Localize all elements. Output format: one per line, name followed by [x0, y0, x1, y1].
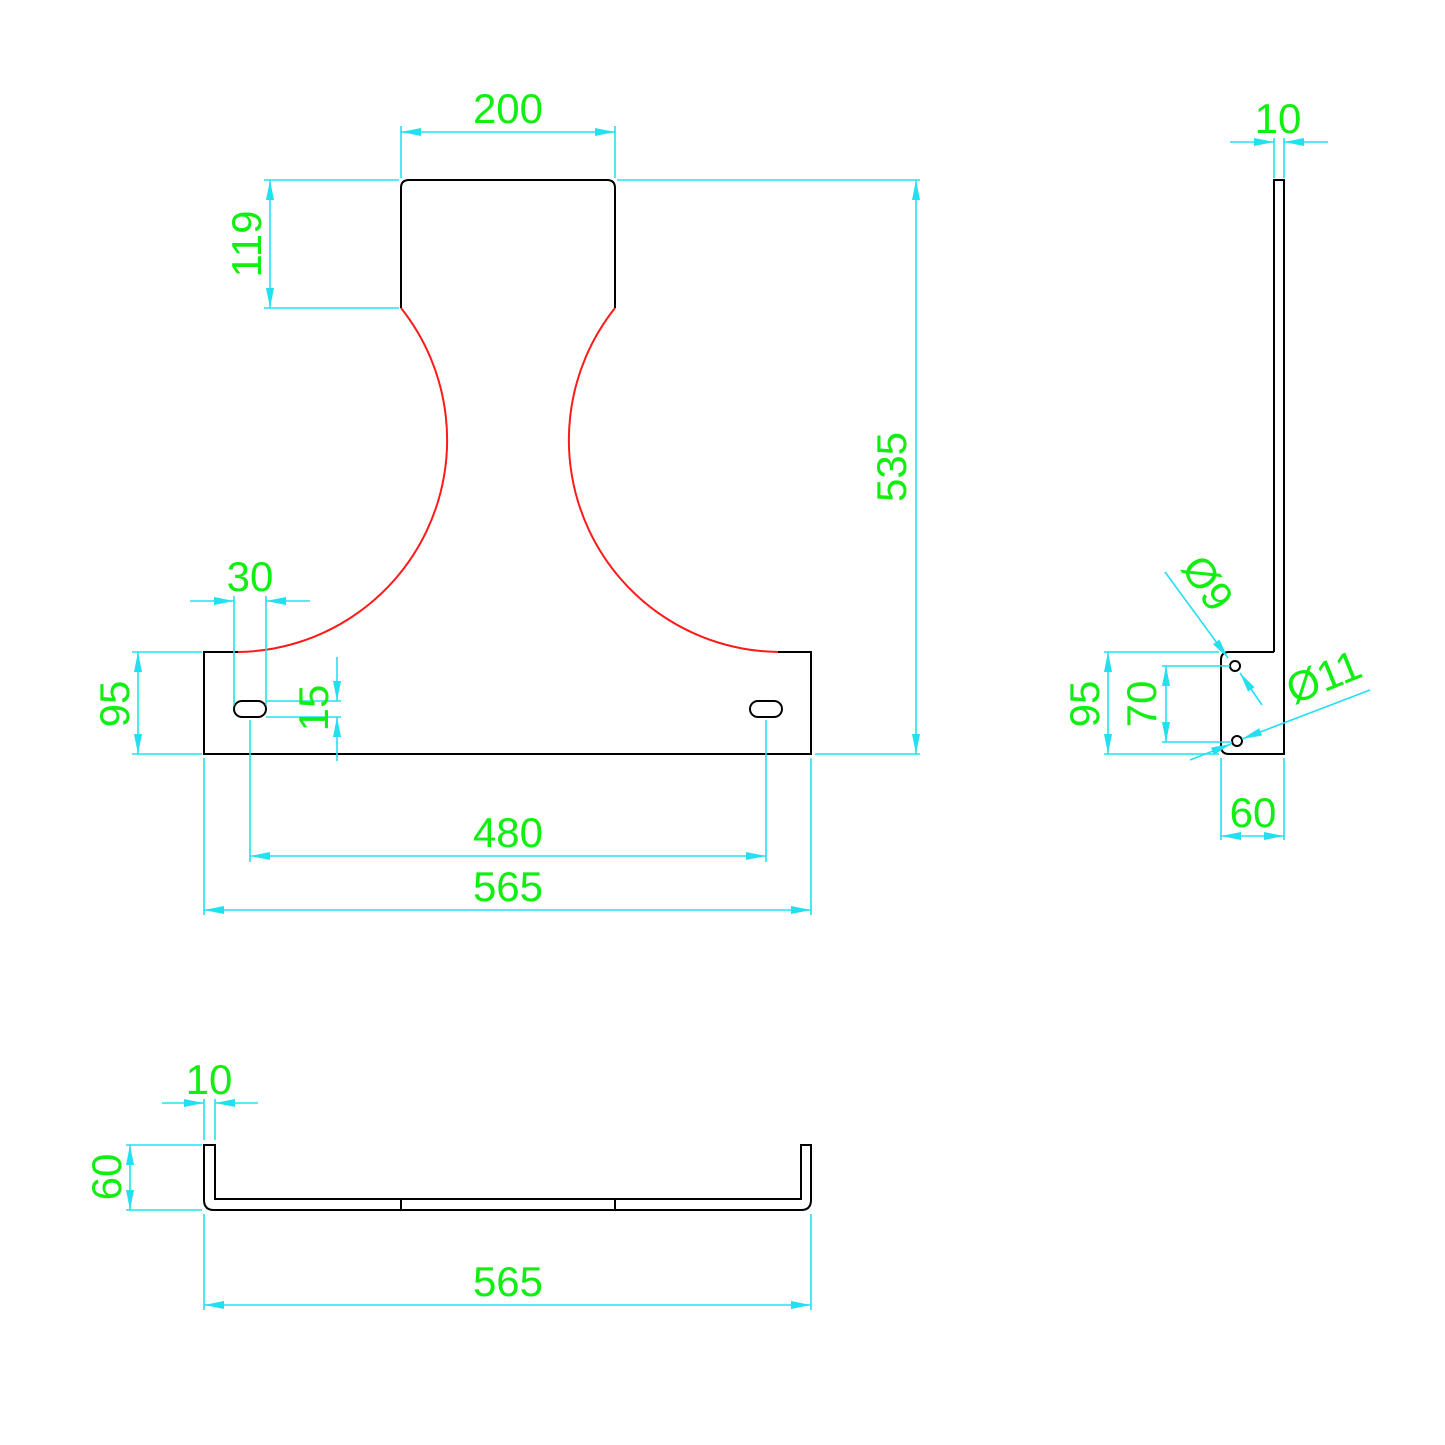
dim-hole-spacing: 70 [1118, 681, 1165, 728]
front-outline [400, 179, 616, 308]
bottom-outline [203, 1144, 812, 1211]
left-cutout-arc [237, 307, 449, 653]
dim-overall-width: 565 [473, 863, 543, 910]
hole-lower [1231, 735, 1243, 747]
bottom-dimension-lines [126, 1099, 812, 1310]
dim-hole-small: Ø9 [1173, 547, 1243, 620]
dim-side-base-height: 95 [1061, 681, 1108, 728]
side-view: 10 Ø9 95 70 Ø11 60 [1061, 95, 1371, 840]
side-dimension-lines [1104, 138, 1371, 840]
dim-overall-height: 535 [868, 432, 915, 502]
dim-top-width: 200 [473, 85, 543, 132]
right-cutout-arc [567, 307, 779, 653]
front-view: 200 119 535 30 95 15 480 565 [91, 85, 920, 915]
right-slot [749, 700, 783, 718]
dim-slot-spacing: 480 [473, 809, 543, 856]
hole-upper [1229, 660, 1241, 672]
dim-slot-width: 15 [290, 685, 337, 732]
bottom-view: 10 60 565 [83, 1056, 812, 1310]
dim-bottom-thickness: 10 [186, 1056, 233, 1103]
dim-bottom-overall-width: 565 [473, 1258, 543, 1305]
front-dimension-lines [132, 126, 920, 915]
dim-hole-large: Ø11 [1280, 641, 1368, 713]
dim-flange-depth: 60 [1230, 789, 1277, 836]
dim-bottom-flange-height: 60 [83, 1154, 130, 1201]
dim-slot-length: 30 [227, 553, 274, 600]
dim-plate-thickness: 10 [1255, 95, 1302, 142]
left-slot [233, 700, 267, 718]
dim-top-height: 119 [223, 211, 270, 278]
bend-marks [400, 1199, 616, 1210]
base-outline [203, 651, 812, 755]
dim-base-height: 95 [91, 681, 138, 728]
